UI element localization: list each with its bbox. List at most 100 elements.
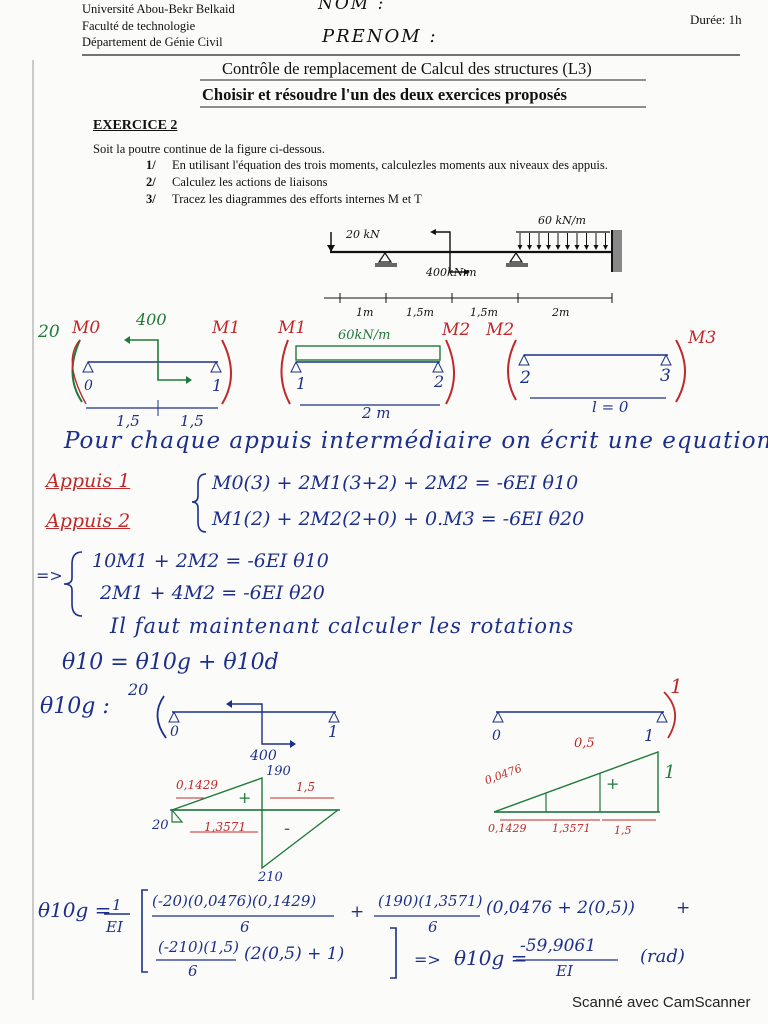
beam2-load: 60kN/m — [338, 328, 391, 343]
final-one: 1 — [112, 896, 122, 914]
appui2-label: Appuis 2 — [46, 510, 131, 532]
beam2-support1: 1 — [296, 374, 307, 393]
point-load-label: 20 kN — [346, 228, 380, 241]
beam2-length: 2 m — [362, 404, 391, 422]
beam3-m3: M3 — [688, 328, 717, 348]
final-plus-2: + — [676, 898, 691, 918]
beam2-m2: M2 — [442, 320, 471, 340]
question-3-number: 3/ — [146, 192, 156, 206]
diag-right-v4: 0,1429 — [488, 822, 527, 835]
beam1-m0: M0 — [72, 318, 101, 338]
diag-left-v3: 1,3571 — [204, 820, 246, 834]
final-term2-den: 6 — [428, 918, 438, 936]
department-name: Département de Génie Civil — [82, 35, 223, 49]
diag-left-v4: 20 — [152, 818, 169, 833]
theta-decomposition: θ10 = θ10g + θ10d — [62, 650, 279, 675]
exam-title: Contrôle de remplacement de Calcul des s… — [222, 59, 592, 78]
sub-left-load: 400 — [250, 748, 277, 764]
equation-appui1: M0(3) + 2M1(3+2) + 2M2 = -6EI θ10 — [212, 472, 579, 494]
load-arrowhead — [593, 245, 599, 250]
final-plus-1: + — [350, 902, 365, 922]
diag-right-sign: + — [606, 774, 620, 793]
beam1-support1: 1 — [212, 376, 223, 395]
final-result-denominator: EI — [556, 962, 573, 980]
load-arrowhead — [536, 245, 542, 250]
sub-left-support0: 0 — [170, 724, 179, 740]
beam2-m1: M1 — [278, 318, 307, 338]
nom-label: NOM : — [318, 0, 386, 14]
sub-left-support1: 1 — [328, 722, 339, 741]
load-arrowhead — [603, 245, 608, 250]
university-name: Université Abou-Bekr Belkaid — [82, 2, 235, 16]
duration: Durée: 1h — [690, 12, 742, 27]
camscanner-footer: Scanné avec CamScanner — [572, 994, 751, 1011]
beam1-dist2: 1,5 — [180, 412, 204, 430]
note-pour-chaque: Pour chaque appuis intermédiaire on écri… — [64, 428, 768, 454]
diag-right-v3: 1 — [664, 762, 676, 783]
question-1-number: 1/ — [146, 158, 156, 172]
final-term1: (-20)(0,0476)(0,1429) — [152, 892, 317, 910]
faculty-name: Faculté de technologie — [82, 19, 196, 33]
final-ei: EI — [106, 918, 123, 936]
load-arrowhead — [555, 245, 561, 250]
diag-left-v6: 210 — [258, 870, 283, 885]
load-arrowhead — [584, 245, 589, 250]
load-arrowhead — [574, 245, 580, 250]
final-result-numerator: -59,9061 — [520, 936, 597, 956]
question-3-text: Tracez les diagrammes des efforts intern… — [172, 192, 422, 206]
diag-left-v5: 190 — [266, 764, 291, 779]
question-2-text: Calculez les actions de liaisons — [172, 175, 328, 189]
final-term1-den: 6 — [240, 918, 250, 936]
theta10g-label: θ10g : — [40, 694, 110, 719]
diag-left-sign-negative: - — [284, 818, 291, 839]
beam3-length: l = 0 — [592, 398, 629, 416]
beam1-support0: 0 — [84, 378, 93, 394]
final-term3-factor: (2(0,5) + 1) — [244, 944, 345, 964]
question-2-number: 2/ — [146, 175, 156, 189]
appui1-label: Appuis 1 — [46, 470, 131, 492]
question-1-text: En utilisant l'équation des trois moment… — [172, 158, 608, 172]
beam1-m1: M1 — [212, 318, 241, 338]
load-arrowhead — [565, 245, 570, 250]
diag-right-v5: 1,3571 — [552, 822, 591, 835]
moment-label: 400kN.m — [426, 266, 477, 279]
diag-left-v2: 1,5 — [296, 780, 316, 794]
beam3-support3: 3 — [660, 366, 671, 386]
beam2-support2: 2 — [434, 372, 445, 391]
load-arrowhead — [546, 245, 551, 250]
beam1-moment-value: 20 — [38, 322, 60, 342]
final-term2-factor: (0,0476 + 2(0,5)) — [486, 898, 635, 918]
sub-right-support1: 1 — [644, 726, 655, 745]
system-eq-1: 10M1 + 2M2 = -6EI θ10 — [92, 550, 329, 572]
diag-left-v1: 0,1429 — [176, 778, 218, 792]
prenom-label: PRENOM : — [322, 26, 438, 47]
final-term3-den: 6 — [188, 962, 198, 980]
final-result-unit: (rad) — [640, 946, 685, 967]
span-1: 1m — [356, 306, 374, 319]
sub-left-moment: 20 — [128, 680, 149, 699]
span-2: 1,5m — [406, 306, 434, 319]
note-il-faut: Il faut maintenant calculer les rotation… — [110, 614, 575, 638]
exam-subtitle: Choisir et résoudre l'un des deux exerci… — [202, 85, 567, 104]
sub-right-unit-moment: 1 — [670, 674, 683, 698]
final-result-lhs: θ10g = — [454, 946, 528, 970]
exercise-intro: Soit la poutre continue de la figure ci-… — [93, 142, 325, 156]
final-term2: (190)(1,3571) — [378, 892, 483, 910]
load-arrowhead — [517, 245, 523, 250]
system-eq-2: 2M1 + 4M2 = -6EI θ20 — [100, 582, 325, 604]
span-4: 2m — [552, 306, 570, 319]
diag-left-sign-positive: + — [238, 788, 252, 807]
beam1-dist1: 1,5 — [116, 412, 140, 430]
diag-right-v6: 1,5 — [614, 824, 632, 837]
load-arrowhead — [527, 245, 532, 250]
final-implies-arrow: => — [414, 950, 441, 969]
span-3: 1,5m — [470, 306, 498, 319]
equation-appui2: M1(2) + 2M2(2+0) + 0.M3 = -6EI θ20 — [212, 508, 585, 530]
beam1-load: 400 — [136, 310, 167, 329]
diag-right-v2: 0,5 — [574, 736, 595, 751]
